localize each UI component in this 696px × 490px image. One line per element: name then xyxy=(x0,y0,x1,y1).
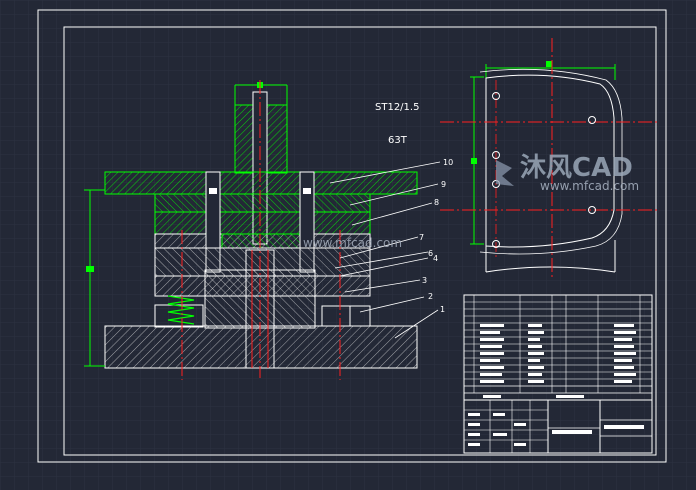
part-number-9: 9 xyxy=(441,180,446,189)
backing-plate xyxy=(154,193,371,213)
watermark-site-center: www.mfcad.com xyxy=(303,236,402,250)
part-number-10: 10 xyxy=(443,158,453,167)
inner-frame xyxy=(63,26,657,456)
part-plan-view xyxy=(440,38,660,280)
press-tonnage-note: 63T xyxy=(388,135,408,146)
watermark-logo-icon xyxy=(496,160,514,186)
watermark-brand: 沐风CAD xyxy=(520,153,633,183)
part-number-6: 6 xyxy=(428,249,433,258)
part-number-1: 1 xyxy=(440,305,445,314)
outer-frame xyxy=(37,9,667,463)
die-section-view xyxy=(84,80,441,380)
lower-base-plate xyxy=(104,325,418,369)
part-number-2: 2 xyxy=(428,292,433,301)
material-note: ST12/1.5 xyxy=(375,102,419,113)
punch-retainer xyxy=(154,211,371,235)
watermark-site: www.mfcad.com xyxy=(540,179,639,193)
blank-outline xyxy=(485,74,615,248)
part-number-3: 3 xyxy=(422,276,427,285)
watermark: 沐风CAD www.mfcad.com www.mfcad.com xyxy=(303,153,639,250)
part-number-7: 7 xyxy=(419,233,424,242)
part-number-8: 8 xyxy=(434,198,439,207)
title-block xyxy=(463,294,653,454)
part-number-4: 4 xyxy=(433,254,438,263)
